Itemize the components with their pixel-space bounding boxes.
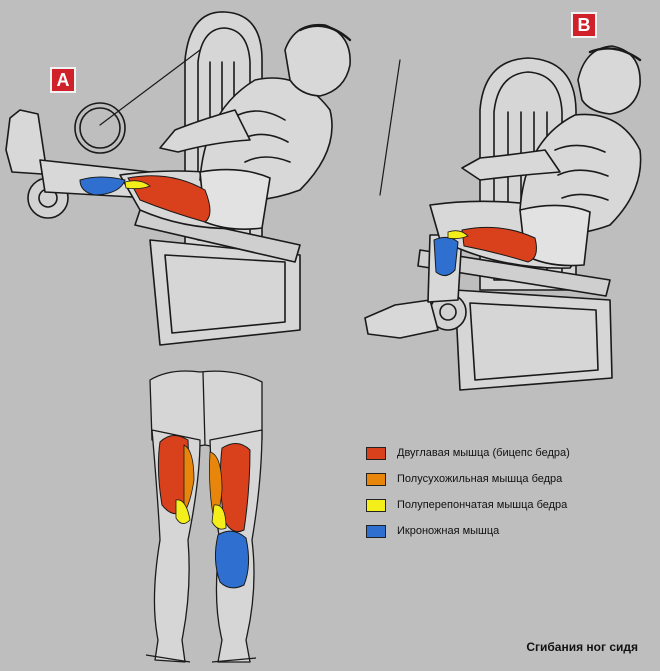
muscle-semimembranosus-b xyxy=(447,230,469,240)
legend-swatch-semimembranosus xyxy=(366,499,386,512)
muscle-biceps-femoris-a xyxy=(127,175,211,223)
muscle-gastrocnemius-b xyxy=(433,236,459,276)
panel-b-badge: B xyxy=(571,12,597,38)
muscle-gastrocnemius-right xyxy=(214,530,250,589)
legend-label: Полусухожильная мышца бедра xyxy=(397,473,563,485)
muscle-semimembranosus-a xyxy=(124,180,151,190)
machine-base-b xyxy=(454,289,613,391)
legend-swatch-semitendinosus xyxy=(366,473,386,486)
legend-swatch-biceps-femoris xyxy=(366,447,386,460)
muscle-biceps-femoris-b xyxy=(461,226,537,263)
legend-swatch-gastrocnemius xyxy=(366,525,386,538)
muscle-semimembranosus-right xyxy=(211,504,227,530)
figure-caption: Сгибания ног сидя xyxy=(526,640,638,654)
legend-label: Икроножная мышца xyxy=(397,525,500,537)
panel-a-badge: A xyxy=(50,67,76,93)
legend-label: Полуперепончатая мышца бедра xyxy=(397,499,568,511)
muscle-gastrocnemius-a xyxy=(79,176,126,196)
muscle-semimembranosus-left xyxy=(175,499,191,524)
legend-label: Двуглавая мышца (бицепс бедра) xyxy=(397,447,570,459)
